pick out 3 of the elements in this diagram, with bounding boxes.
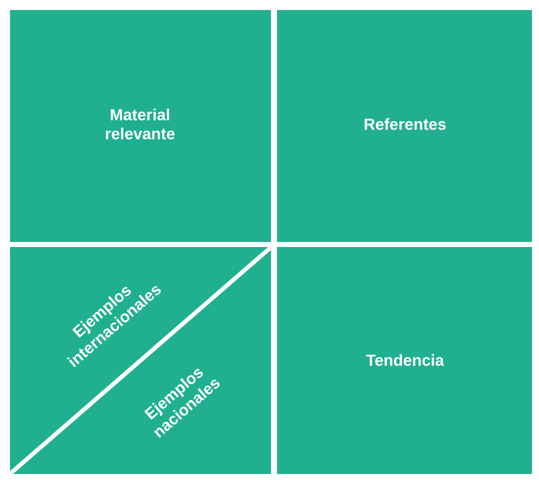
grid-cell: Material relevante	[10, 10, 271, 242]
grid-cell: Referentes	[277, 10, 532, 242]
grid-cell: Tendencia	[277, 247, 532, 474]
